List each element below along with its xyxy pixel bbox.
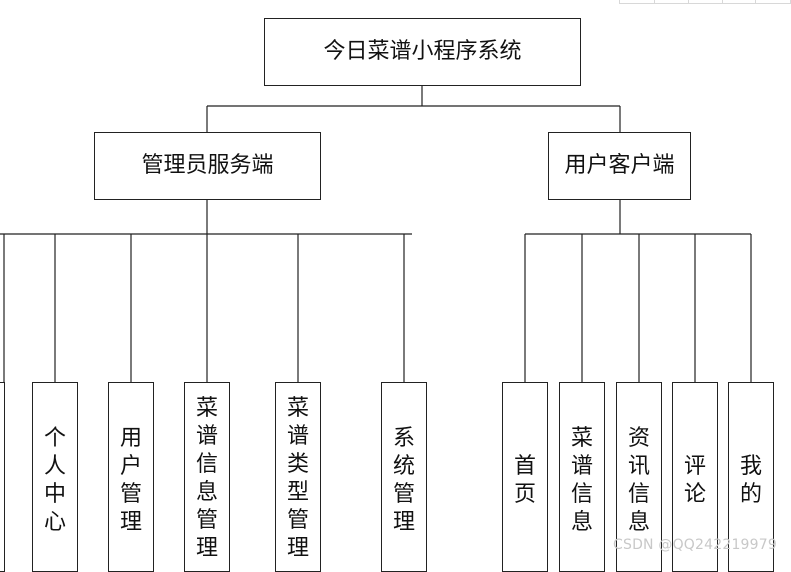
label-char: 资 <box>627 426 650 451</box>
label-char: 类 <box>286 452 309 477</box>
user-module-5: 我的 <box>728 382 774 572</box>
label-char: 页 <box>513 482 536 507</box>
label-char: 讯 <box>627 454 650 479</box>
admin-module-2-label: 用户管理 <box>120 425 142 537</box>
label-char: 信 <box>195 452 218 477</box>
label-char: 首 <box>513 454 536 479</box>
label-char: 理 <box>392 510 415 535</box>
label-char: 中 <box>43 482 66 507</box>
label-char: 统 <box>392 454 415 479</box>
top-edge-lines <box>619 0 791 4</box>
label-char: 菜 <box>195 396 218 421</box>
label-char: 息 <box>195 480 218 505</box>
admin-title: 管理员服务端 <box>141 153 274 178</box>
label-char: 谱 <box>570 454 593 479</box>
admin-module-3-label: 菜谱信息管理 <box>196 395 218 563</box>
root-node: 今日菜谱小程序系统 <box>264 18 581 86</box>
label-char: 菜 <box>286 396 309 421</box>
label-char: 评 <box>683 454 706 479</box>
label-char: 系 <box>392 426 415 451</box>
user-module-1: 首页 <box>502 382 548 572</box>
label-char: 息 <box>570 510 593 535</box>
label-char: 理 <box>195 536 218 561</box>
user-module-4: 评论 <box>672 382 718 572</box>
user-module-3-label: 资讯信息 <box>628 425 650 537</box>
admin-module-4-label: 菜谱类型管理 <box>287 395 309 563</box>
label-char: 管 <box>392 482 415 507</box>
label-char: 理 <box>119 510 142 535</box>
user-module-2-label: 菜谱信息 <box>571 425 593 537</box>
admin-module-offscreen <box>0 382 5 572</box>
label-char: 谱 <box>286 424 309 449</box>
admin-module-1: 个人中心 <box>32 382 78 572</box>
label-char: 管 <box>195 508 218 533</box>
admin-module-1-label: 个人中心 <box>44 425 66 537</box>
watermark-text: CSDN @QQ242219979 <box>613 537 777 553</box>
admin-module-5: 系统管理 <box>381 382 427 572</box>
label-char: 谱 <box>195 424 218 449</box>
label-char: 信 <box>570 482 593 507</box>
user-module-4-label: 评论 <box>684 453 706 509</box>
admin-module-2: 用户管理 <box>108 382 154 572</box>
label-char: 人 <box>43 454 66 479</box>
admin-module-5-label: 系统管理 <box>393 425 415 537</box>
label-char: 的 <box>739 482 762 507</box>
root-title: 今日菜谱小程序系统 <box>323 39 522 64</box>
admin-module-4: 菜谱类型管理 <box>275 382 321 572</box>
user-title: 用户客户端 <box>564 153 675 178</box>
label-char: 信 <box>627 482 650 507</box>
user-module-1-label: 首页 <box>514 453 536 509</box>
label-char: 管 <box>119 482 142 507</box>
label-char: 息 <box>627 510 650 535</box>
label-char: 论 <box>683 482 706 507</box>
label-char: 我 <box>739 454 762 479</box>
label-char: 型 <box>286 480 309 505</box>
user-node: 用户客户端 <box>548 132 691 200</box>
label-char: 菜 <box>570 426 593 451</box>
label-char: 心 <box>43 510 66 535</box>
admin-node: 管理员服务端 <box>94 132 321 200</box>
label-char: 个 <box>43 426 66 451</box>
label-char: 管 <box>286 508 309 533</box>
user-module-5-label: 我的 <box>740 453 762 509</box>
user-module-2: 菜谱信息 <box>559 382 605 572</box>
label-char: 用 <box>119 426 142 451</box>
label-char: 户 <box>119 454 142 479</box>
admin-module-3: 菜谱信息管理 <box>184 382 230 572</box>
label-char: 理 <box>286 536 309 561</box>
